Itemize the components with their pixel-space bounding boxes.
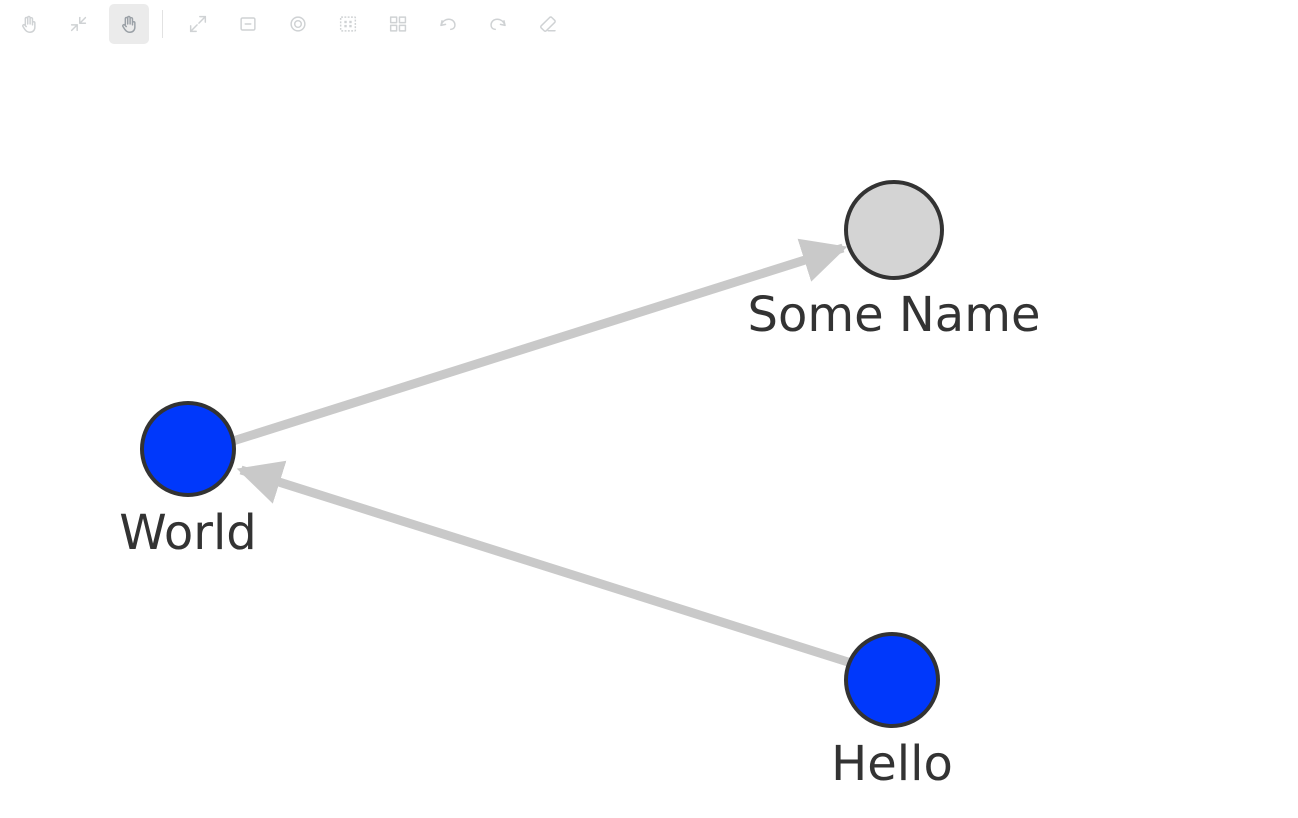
grid-square-icon[interactable] xyxy=(328,4,368,44)
graph-node[interactable] xyxy=(844,180,944,280)
graph-edge[interactable] xyxy=(236,460,850,667)
layout-squares-icon[interactable] xyxy=(378,4,418,44)
graph-edge[interactable] xyxy=(231,238,848,446)
expand-arrows-icon[interactable] xyxy=(178,4,218,44)
toolbar-divider xyxy=(162,10,163,38)
minus-square-icon[interactable] xyxy=(228,4,268,44)
eraser-icon[interactable] xyxy=(528,4,568,44)
collapse-arrows-icon[interactable] xyxy=(59,4,99,44)
toolbar xyxy=(0,0,1298,48)
select-hand-icon[interactable] xyxy=(109,4,149,44)
graph-node[interactable] xyxy=(140,401,236,497)
edges-layer xyxy=(231,238,850,667)
nodes-layer xyxy=(140,180,944,728)
node-label: Some Name xyxy=(747,287,1041,343)
pan-hand-icon[interactable] xyxy=(9,4,49,44)
redo-icon[interactable] xyxy=(478,4,518,44)
undo-icon[interactable] xyxy=(428,4,468,44)
node-label: World xyxy=(119,505,257,561)
node-label: Hello xyxy=(831,736,953,792)
graph-node[interactable] xyxy=(844,632,940,728)
target-icon[interactable] xyxy=(278,4,318,44)
